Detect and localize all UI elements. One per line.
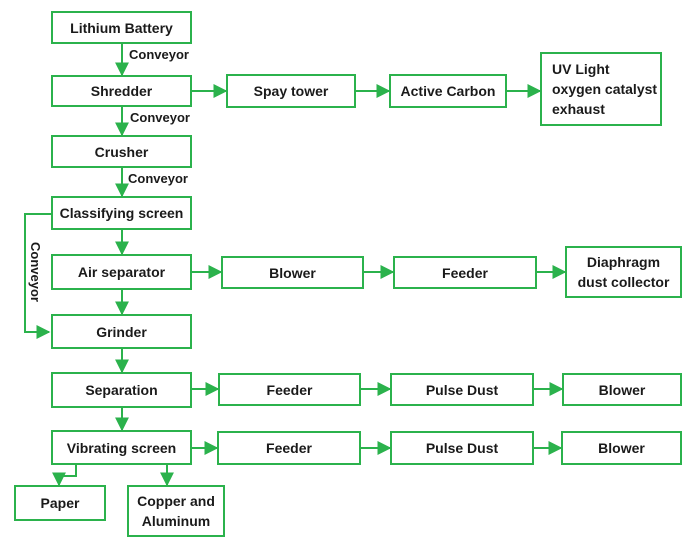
node-shredder: Shredder: [51, 75, 192, 107]
node-feeder-1: Feeder: [393, 256, 537, 289]
edge-label-conveyor-side: Conveyor: [28, 242, 43, 302]
node-pulse-dust-2: Pulse Dust: [390, 431, 534, 465]
node-classifying-screen: Classifying screen: [51, 196, 192, 230]
edge-label-conveyor-2: Conveyor: [130, 110, 190, 125]
node-uv-light: UV Light oxygen catalyst exhaust: [540, 52, 662, 126]
node-feeder-2: Feeder: [218, 373, 361, 406]
node-vibrating-screen: Vibrating screen: [51, 430, 192, 465]
edge-label-conveyor-1: Conveyor: [129, 47, 189, 62]
node-blower-1: Blower: [221, 256, 364, 289]
node-diaphragm-dust-collector: Diaphragm dust collector: [565, 246, 682, 298]
edge-label-conveyor-3: Conveyor: [128, 171, 188, 186]
node-active-carbon: Active Carbon: [389, 74, 507, 108]
node-blower-3: Blower: [561, 431, 682, 465]
node-paper: Paper: [14, 485, 106, 521]
node-lithium-battery: Lithium Battery: [51, 11, 192, 44]
arrow-classifying-to-grinder: [24, 213, 51, 339]
node-crusher: Crusher: [51, 135, 192, 168]
node-pulse-dust-1: Pulse Dust: [390, 373, 534, 406]
node-blower-2: Blower: [562, 373, 682, 406]
node-feeder-3: Feeder: [217, 431, 361, 465]
node-spray-tower: Spay tower: [226, 74, 356, 108]
node-grinder: Grinder: [51, 314, 192, 349]
node-separation: Separation: [51, 372, 192, 408]
node-air-separator: Air separator: [51, 254, 192, 290]
node-copper-aluminum: Copper and Aluminum: [127, 485, 225, 537]
arrow-vibrating-to-paper: [52, 465, 77, 487]
